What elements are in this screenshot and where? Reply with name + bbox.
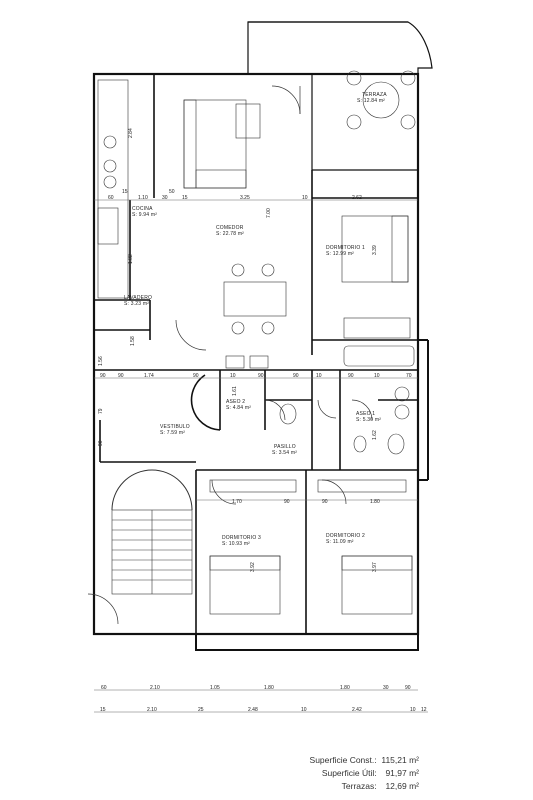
room-labels: TERRAZA S: 12.84 m² COCINA S: 9.94 m² CO…: [124, 92, 387, 547]
dim-top-5: 10: [302, 195, 308, 201]
area-comedor: S: 22.78 m²: [216, 231, 244, 237]
label-terraza: TERRAZA: [362, 92, 387, 98]
dim-bottom1-4: 1.80: [340, 685, 350, 691]
label-cocina: COCINA: [132, 206, 153, 212]
dim-mid-5: 90: [258, 373, 264, 379]
dim-bottom2-2: 25: [198, 707, 204, 713]
dim-top-3: 15: [182, 195, 188, 201]
label-dormitorio-3: DORMITORIO 3: [222, 535, 261, 541]
dim-v-5: 1.56: [98, 356, 104, 366]
dim-kitchen2-1: 15: [122, 189, 128, 195]
area-aseo-2: S: 4.84 m²: [226, 405, 251, 411]
dimension-lines: [94, 199, 428, 713]
dim-bottom2-6: 10: [410, 707, 416, 713]
dim-bottom2-4: 10: [301, 707, 307, 713]
dim-mid-9: 10: [374, 373, 380, 379]
building-outline: [92, 72, 420, 636]
dim-bottom1-6: 90: [405, 685, 411, 691]
dim-v-11: 1.62: [372, 430, 378, 440]
dim-bottom1-5: 30: [383, 685, 389, 691]
label-aseo-2: ASEO 2: [226, 399, 245, 405]
area-vestibulo: S: 7.59 m²: [160, 430, 185, 436]
summary-construida-label: Superficie Const.:: [309, 755, 377, 765]
label-dormitorio-2: DORMITORIO 2: [326, 533, 365, 539]
dim-v-10: 1.61: [232, 386, 238, 396]
dim-bed-2: 90: [322, 499, 328, 505]
dim-v-9: 3.97: [372, 562, 378, 572]
dim-mid-3: 90: [193, 373, 199, 379]
area-dormitorio-1: S: 12.99 m²: [326, 251, 354, 257]
dim-mid-8: 90: [348, 373, 354, 379]
dim-v-3: 1.82: [128, 254, 134, 264]
label-vestibulo: VESTIBULO: [160, 424, 190, 430]
outer-walls: [92, 21, 433, 651]
summary-util-value: 91,97 m²: [385, 768, 419, 778]
area-aseo-1: S: 5.30 m²: [356, 417, 381, 423]
dim-top-4: 3.25: [240, 195, 250, 201]
terrace-balustrade: [247, 21, 433, 171]
dim-bed-0: 1.70: [232, 499, 242, 505]
dim-bottom1-0: 60: [101, 685, 107, 691]
dim-v-4: 1.58: [130, 336, 136, 346]
label-pasillo: PASILLO: [274, 444, 296, 450]
dim-mid-10: 70: [406, 373, 412, 379]
dim-bottom2-1: 2.10: [147, 707, 157, 713]
dimension-labels: 60 2.10 1.05 1.80 1.80 30 90 15 2.10 25 …: [98, 128, 427, 713]
label-aseo-1: ASEO 1: [356, 411, 375, 417]
furniture: [97, 70, 416, 615]
dining-table: [223, 281, 287, 317]
summary-terrazas-label: Terrazas:: [341, 781, 377, 791]
area-pasillo: S: 3.54 m²: [272, 450, 297, 456]
dim-v-0: 2.84: [128, 128, 134, 138]
dim-bed-1: 90: [284, 499, 290, 505]
bed-dormitorio-3: [209, 555, 281, 615]
dim-mid-1: 90: [118, 373, 124, 379]
summary-util-label: Superficie Útil:: [321, 768, 377, 778]
doors: [87, 85, 373, 625]
dim-bottom2-5: 2.42: [352, 707, 362, 713]
dim-top-2: 30: [162, 195, 168, 201]
label-comedor: COMEDOR: [216, 225, 244, 231]
dim-top-1: 1.10: [138, 195, 148, 201]
area-dormitorio-3: S: 10.93 m²: [222, 541, 250, 547]
sofa: [183, 99, 247, 189]
dim-v-8: 3.92: [250, 562, 256, 572]
summary-construida-value: 115,21 m²: [381, 755, 419, 765]
dim-v-7: 90: [98, 440, 104, 446]
summary-terrazas: Terrazas: 12,69 m²: [293, 781, 419, 791]
label-lavadero: LAVADERO: [124, 295, 152, 301]
dim-bottom2-3: 2.48: [248, 707, 258, 713]
area-lavadero: S: 3.23 m²: [124, 301, 149, 307]
area-terraza: S: 12.84 m²: [357, 98, 385, 104]
dim-top-0: 60: [108, 195, 114, 201]
area-dormitorio-2: S: 11.09 m²: [326, 539, 354, 545]
staircase: [111, 469, 193, 595]
dim-bed-3: 1.80: [370, 499, 380, 505]
dim-v-2: 3.39: [372, 245, 378, 255]
dim-mid-6: 90: [293, 373, 299, 379]
dim-v-6: 79: [98, 408, 104, 414]
label-dormitorio-1: DORMITORIO 1: [326, 245, 365, 251]
area-cocina: S: 9.94 m²: [132, 212, 157, 218]
dim-top-6: 2.62: [352, 195, 362, 201]
summary-util: Superficie Útil: 91,97 m²: [293, 768, 419, 778]
dim-bottom2-7: 12: [421, 707, 427, 713]
dim-bottom1-2: 1.05: [210, 685, 220, 691]
dim-bottom2-0: 15: [100, 707, 106, 713]
dim-kitchen2-0: 50: [169, 189, 175, 195]
dim-mid-4: 10: [230, 373, 236, 379]
dim-bottom1-1: 2.10: [150, 685, 160, 691]
dim-mid-2: 1.74: [144, 373, 154, 379]
terrace-table: [362, 81, 400, 119]
dim-v-1: 7.00: [266, 208, 272, 218]
bathtub: [343, 345, 415, 367]
summary-terrazas-value: 12,69 m²: [385, 781, 419, 791]
summary-construida: Superficie Const.: 115,21 m²: [293, 755, 419, 765]
dim-mid-7: 10: [316, 373, 322, 379]
dim-mid-0: 90: [100, 373, 106, 379]
dim-bottom1-3: 1.80: [264, 685, 274, 691]
